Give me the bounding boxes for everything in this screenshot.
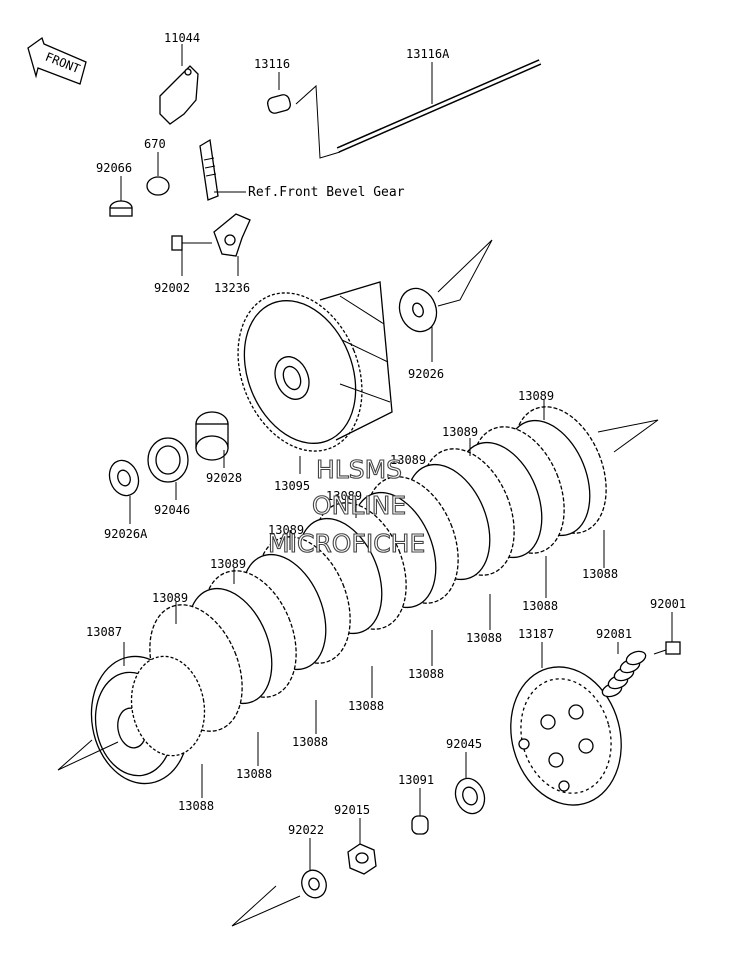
label-13089-d: 13089 [326,489,362,503]
label-13088-b: 13088 [522,599,558,613]
label-92002: 92002 [154,281,190,295]
clutch-housing-icon [237,281,393,474]
label-13089-a: 13089 [518,389,554,403]
label-13088-f: 13088 [292,735,328,749]
label-92026: 92026 [408,367,444,381]
label-13116: 13116 [254,57,290,71]
washer-a-icon [108,459,140,524]
label-92046: 92046 [154,503,190,517]
label-92066: 92066 [96,161,132,175]
label-13089-b: 13089 [442,425,478,439]
cover-icon [159,44,199,125]
spring-icon [601,642,647,698]
label-92015: 92015 [334,803,370,817]
watermark-line-2: ONLINE [312,491,406,520]
sleeve-icon [195,411,229,468]
nut-icon [347,818,377,875]
label-13089-g: 13089 [152,591,188,605]
label-92045: 92045 [446,737,482,751]
label-13088-d: 13088 [408,667,444,681]
label-13116a: 13116A [406,47,450,61]
needle-bearing-icon [147,437,189,500]
bolt-icon [171,235,212,276]
reference-note: Ref.Front Bevel Gear [248,185,405,200]
front-direction-badge: FRONT [27,36,87,85]
label-13088-e: 13088 [348,699,384,713]
push-rod-icon [336,59,542,153]
label-13088-g: 13088 [236,767,272,781]
clutch-hub-icon [57,642,206,785]
label-92022: 92022 [288,823,324,837]
label-13095: 13095 [274,479,310,493]
pressure-plate-icon [510,642,622,806]
pusher-icon [411,788,429,835]
label-13087: 13087 [86,625,122,639]
label-13089-e: 13089 [268,523,304,537]
release-lever-icon [213,213,251,276]
watermark-line-1: HLSMS [316,455,402,484]
o-ring-icon [146,152,170,196]
label-92001: 92001 [650,597,686,611]
lock-washer-icon [231,838,327,927]
label-13187: 13187 [518,627,554,641]
label-13088-a: 13088 [582,567,618,581]
washer-icon [398,239,493,362]
bevel-gear-shaft-icon [199,138,246,201]
label-92081: 92081 [596,627,632,641]
clutch-plate-stack [149,400,659,798]
label-670: 670 [144,137,166,151]
plug-icon [109,176,133,217]
watermark-line-3: MICROFICHE [268,529,425,558]
label-13088-c: 13088 [466,631,502,645]
label-13091: 13091 [398,773,434,787]
pressure-bolt-icon [653,612,681,655]
ball-bearing-icon [454,752,486,815]
label-13088-h: 13088 [178,799,214,813]
label-92028: 92028 [206,471,242,485]
label-13089-f: 13089 [210,557,246,571]
pin-icon [267,72,341,159]
label-92026a: 92026A [104,527,148,541]
label-13236: 13236 [214,281,250,295]
label-11044: 11044 [164,31,200,45]
label-13089-c: 13089 [390,453,426,467]
